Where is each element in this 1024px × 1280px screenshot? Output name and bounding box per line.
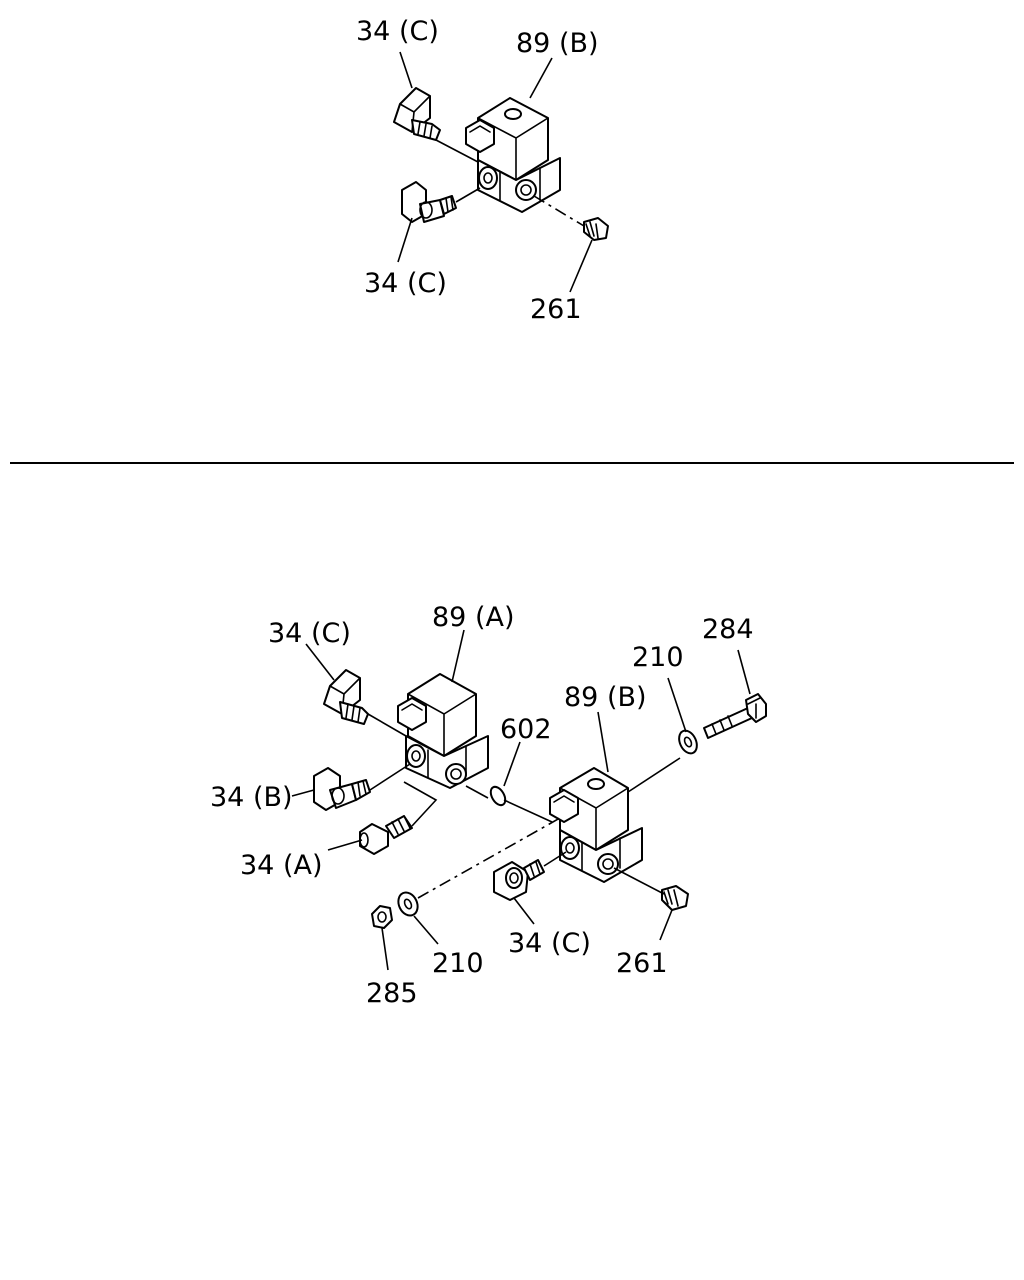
solenoid-valve-icon [549, 767, 643, 883]
top-assembly: 34 (C) 89 (B) 34 (C) 261 [356, 16, 609, 325]
label-34c-bottom: 34 (C) [508, 928, 591, 959]
label-210-top: 210 [632, 642, 684, 673]
washer-icon [678, 729, 698, 755]
label-89b: 89 (B) [516, 28, 599, 59]
elbow-fitting-icon [401, 181, 457, 223]
label-602: 602 [500, 714, 552, 745]
solenoid-valve-icon [465, 97, 561, 213]
label-34a: 34 (A) [240, 850, 322, 881]
label-34b: 34 (B) [210, 782, 293, 813]
label-261: 261 [616, 948, 668, 979]
plug-icon [583, 217, 609, 241]
bolt-icon [703, 693, 767, 739]
washer-icon [397, 891, 419, 917]
elbow-fitting-icon [323, 669, 369, 725]
bottom-assembly: 34 (C) 89 (A) 284 210 89 (B) 602 34 (B) … [210, 602, 767, 1009]
label-34c-top: 34 (C) [268, 618, 351, 649]
o-ring-icon [489, 785, 507, 807]
label-261: 261 [530, 294, 582, 325]
label-89a: 89 (A) [432, 602, 514, 633]
label-34c-lower: 34 (C) [364, 268, 447, 299]
label-210-bottom: 210 [432, 948, 484, 979]
nut-icon [371, 905, 393, 929]
straight-fitting-icon [359, 815, 413, 855]
elbow-fitting-icon [393, 87, 441, 141]
solenoid-valve-icon [397, 673, 489, 789]
label-34c-upper: 34 (C) [356, 16, 439, 47]
elbow-fitting-icon [493, 859, 545, 901]
label-285: 285 [366, 978, 418, 1009]
label-284: 284 [702, 614, 754, 645]
elbow-fitting-icon [313, 767, 371, 811]
plug-icon [661, 885, 689, 911]
label-89b: 89 (B) [564, 682, 647, 713]
